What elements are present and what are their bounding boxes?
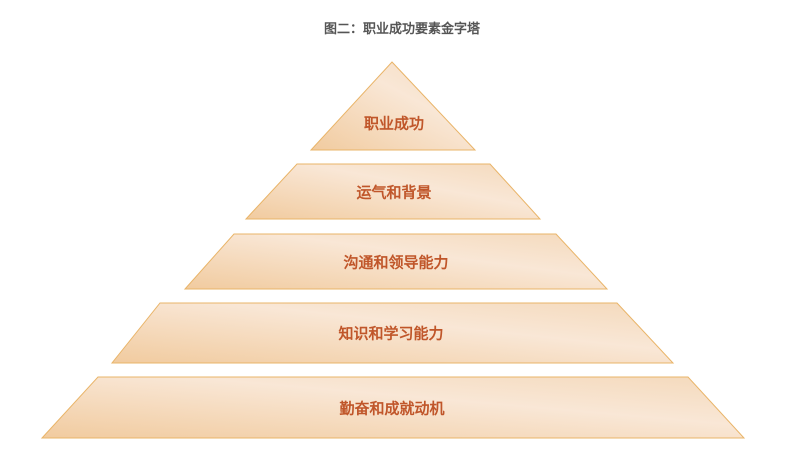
layer-label-1: 职业成功 xyxy=(364,115,424,133)
layer-label-3: 沟通和领导能力 xyxy=(343,254,448,272)
layer-label-5: 勤奋和成就动机 xyxy=(339,400,444,418)
pyramid-layer-1 xyxy=(309,61,477,151)
pyramid-layer-4 xyxy=(110,302,675,364)
diagram-title: 图二：职业成功要素金字塔 xyxy=(323,22,480,37)
pyramid-layer-5 xyxy=(40,376,746,439)
layer-label-2: 运气和背景 xyxy=(356,184,431,202)
layer-label-4: 知识和学习能力 xyxy=(338,325,443,343)
pyramid-layer-3 xyxy=(183,233,609,290)
pyramid-layer-2 xyxy=(244,163,542,220)
